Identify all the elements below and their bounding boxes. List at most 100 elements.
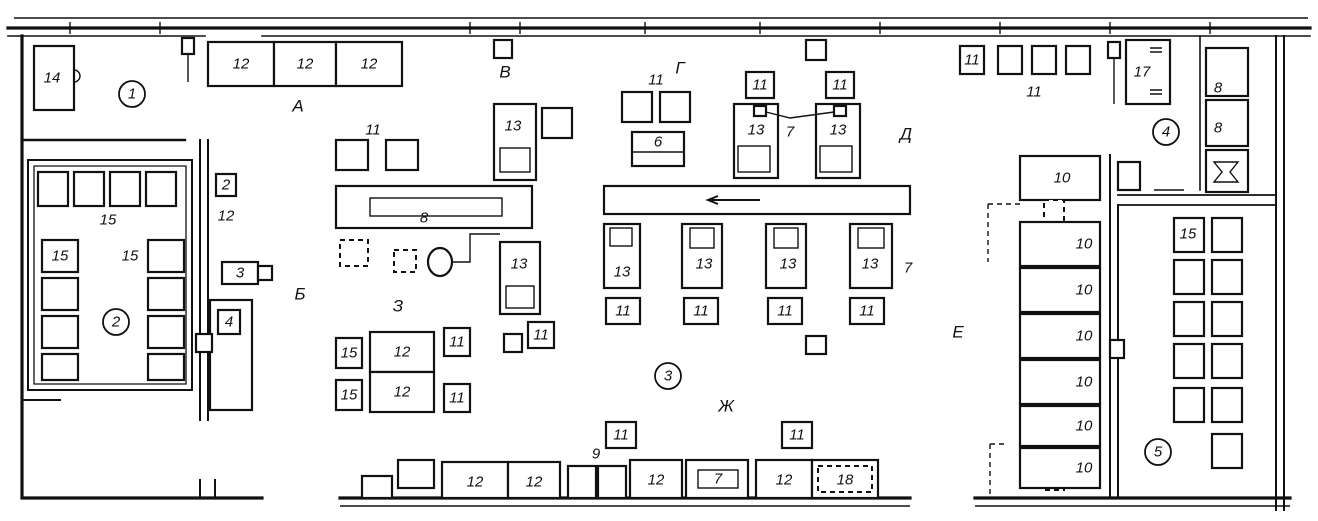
svg-text:12: 12: [776, 472, 793, 489]
workbench-15: [334, 378, 364, 412]
room-1: 14 1 12 12 12 А: [32, 36, 404, 116]
machine-13: [848, 222, 894, 290]
svg-text:7: 7: [904, 260, 913, 277]
svg-text:11: 11: [693, 303, 709, 320]
svg-text:3: 3: [236, 265, 245, 282]
svg-text:13: 13: [696, 256, 713, 273]
svg-text:4: 4: [225, 314, 233, 331]
svg-text:7: 7: [714, 471, 723, 488]
svg-text:12: 12: [218, 208, 235, 225]
svg-text:17: 17: [1134, 64, 1151, 81]
svg-text:5: 5: [1154, 444, 1163, 461]
room-number-4: [1152, 118, 1180, 146]
svg-text:12: 12: [361, 56, 378, 73]
machine-12: [628, 458, 684, 500]
machine-row-13: 13 13 13 13 7 11 11 11 11 3 Ж: [602, 222, 913, 416]
svg-text:12: 12: [467, 474, 484, 491]
svg-text:11: 11: [615, 303, 631, 320]
svg-text:13: 13: [748, 122, 765, 139]
room-2: 15 15 15 2: [36, 170, 186, 382]
svg-text:1: 1: [128, 86, 136, 103]
svg-text:10: 10: [1076, 374, 1093, 391]
svg-text:12: 12: [394, 344, 411, 361]
bottom-row: 11 11 12 12 9 12 7 12 18: [360, 420, 880, 500]
room-5: 15 5: [1144, 216, 1244, 470]
machine-8: [1204, 98, 1250, 148]
svg-text:15: 15: [52, 248, 69, 265]
svg-text:8: 8: [1214, 80, 1223, 97]
svg-text:7: 7: [786, 124, 795, 141]
machine-13: [764, 222, 808, 290]
machine-14: [32, 44, 76, 112]
machine-8: [1204, 46, 1250, 98]
machine-12: [440, 460, 510, 500]
svg-text:10: 10: [1076, 460, 1093, 477]
svg-text:13: 13: [511, 256, 528, 273]
svg-text:11: 11: [613, 427, 629, 444]
machine-10: [1018, 154, 1102, 202]
room-number-5: [1144, 438, 1172, 466]
svg-text:2: 2: [111, 314, 121, 331]
svg-text:12: 12: [297, 56, 314, 73]
room-number-2: [102, 308, 130, 336]
svg-text:Ж: Ж: [717, 397, 735, 416]
svg-text:11: 11: [777, 303, 793, 320]
svg-text:10: 10: [1076, 418, 1093, 435]
room-number-1: [118, 80, 146, 108]
svg-text:11: 11: [832, 77, 848, 94]
machine-12: [754, 458, 814, 500]
machine-12: [368, 370, 436, 414]
room-4: 11 11 17 8 8 4: [958, 38, 1250, 194]
svg-text:3: 3: [664, 368, 673, 385]
svg-text:13: 13: [505, 118, 522, 135]
svg-text:11: 11: [365, 122, 381, 139]
svg-text:11: 11: [859, 303, 875, 320]
svg-text:12: 12: [233, 56, 250, 73]
svg-text:Е: Е: [952, 323, 964, 342]
area-e: 10 10 10 10 10 10 10 Е: [952, 154, 1142, 498]
machine-2: [214, 172, 238, 198]
svg-text:Д: Д: [898, 125, 912, 144]
workbench-15: [334, 336, 364, 370]
main-conveyor: [602, 184, 912, 216]
svg-text:Г: Г: [675, 59, 686, 78]
machine-4: [216, 308, 242, 336]
svg-text:10: 10: [1076, 282, 1093, 299]
svg-text:12: 12: [394, 384, 411, 401]
svg-text:15: 15: [341, 387, 358, 404]
svg-text:13: 13: [830, 122, 847, 139]
area-g: В 11 Г 6 11 11 13 13 7 Д: [492, 38, 912, 180]
svg-text:11: 11: [449, 334, 465, 351]
svg-text:8: 8: [420, 210, 429, 227]
svg-text:13: 13: [862, 256, 879, 273]
svg-text:13: 13: [614, 264, 631, 281]
svg-text:В: В: [499, 63, 510, 82]
svg-text:9: 9: [592, 446, 601, 463]
svg-text:11: 11: [648, 72, 664, 89]
machine-13: [680, 222, 724, 290]
machine-12: [506, 460, 562, 500]
svg-text:11: 11: [752, 77, 768, 94]
svg-text:15: 15: [100, 212, 117, 229]
svg-text:18: 18: [837, 472, 854, 489]
svg-text:10: 10: [1054, 170, 1071, 187]
svg-text:6: 6: [654, 134, 663, 151]
svg-text:15: 15: [1180, 226, 1197, 243]
workbench-row: [36, 170, 178, 208]
cabinet-17: [1124, 38, 1172, 106]
svg-text:11: 11: [964, 52, 980, 69]
svg-text:А: А: [291, 97, 303, 116]
machine-13: [492, 102, 538, 182]
svg-text:11: 11: [1026, 84, 1042, 101]
svg-text:11: 11: [533, 327, 549, 344]
svg-text:12: 12: [526, 474, 543, 491]
svg-text:2: 2: [221, 177, 231, 194]
machine-12: [334, 40, 404, 88]
svg-text:10: 10: [1076, 236, 1093, 253]
svg-text:10: 10: [1076, 328, 1093, 345]
svg-text:12: 12: [648, 472, 665, 489]
svg-text:11: 11: [449, 390, 465, 407]
svg-text:8: 8: [1214, 120, 1223, 137]
svg-text:11: 11: [789, 427, 805, 444]
